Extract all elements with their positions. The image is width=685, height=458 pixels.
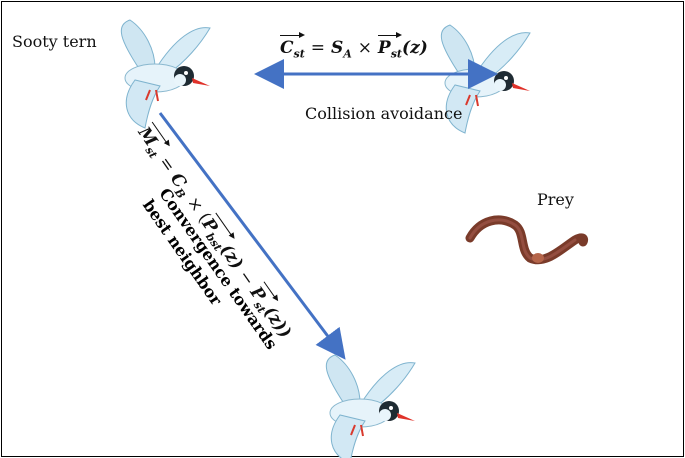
bird-label: Sooty tern bbox=[12, 32, 97, 51]
convergence-arrow bbox=[158, 112, 346, 360]
prey-label: Prey bbox=[537, 190, 574, 209]
collision-avoidance-label: Collision avoidance bbox=[305, 104, 463, 123]
bird-icon bbox=[120, 19, 211, 129]
bird-icon bbox=[325, 354, 416, 458]
collision-equation: Cst = SA × Pst(z) bbox=[280, 32, 428, 60]
worm-icon bbox=[465, 215, 589, 265]
